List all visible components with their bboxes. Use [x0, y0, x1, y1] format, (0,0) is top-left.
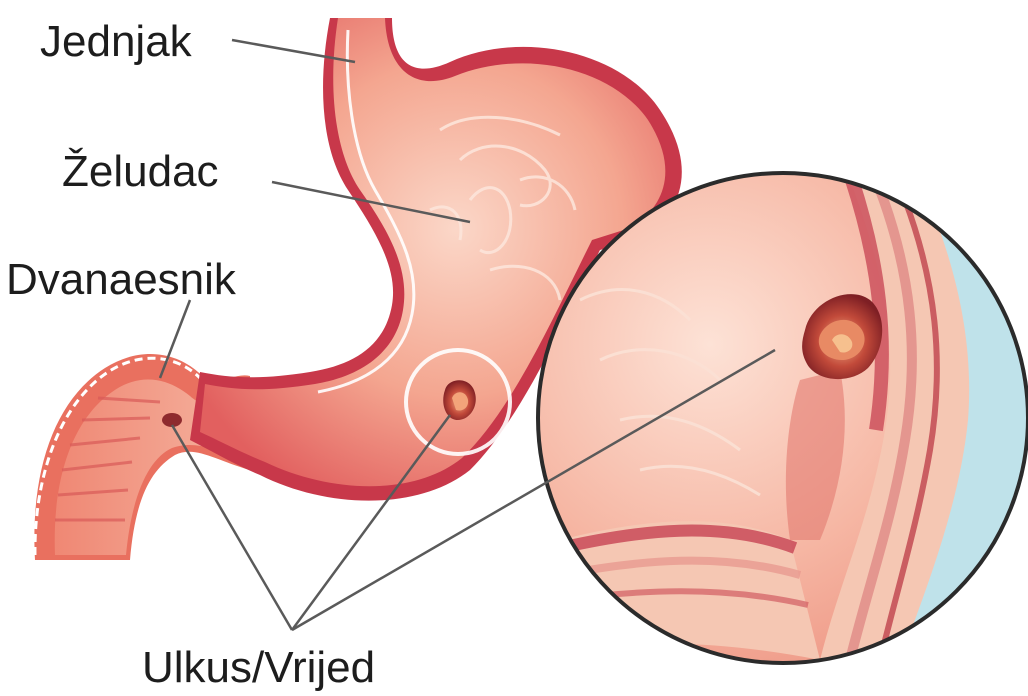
duodenal-ulcer [162, 413, 182, 427]
label-stomach: Želudac [62, 150, 219, 194]
label-ulcer: Ulkus/Vrijed [142, 646, 375, 690]
label-duodenum: Dvanaesnik [6, 258, 236, 302]
label-esophagus: Jednjak [40, 20, 192, 64]
magnified-inset [538, 173, 1028, 696]
